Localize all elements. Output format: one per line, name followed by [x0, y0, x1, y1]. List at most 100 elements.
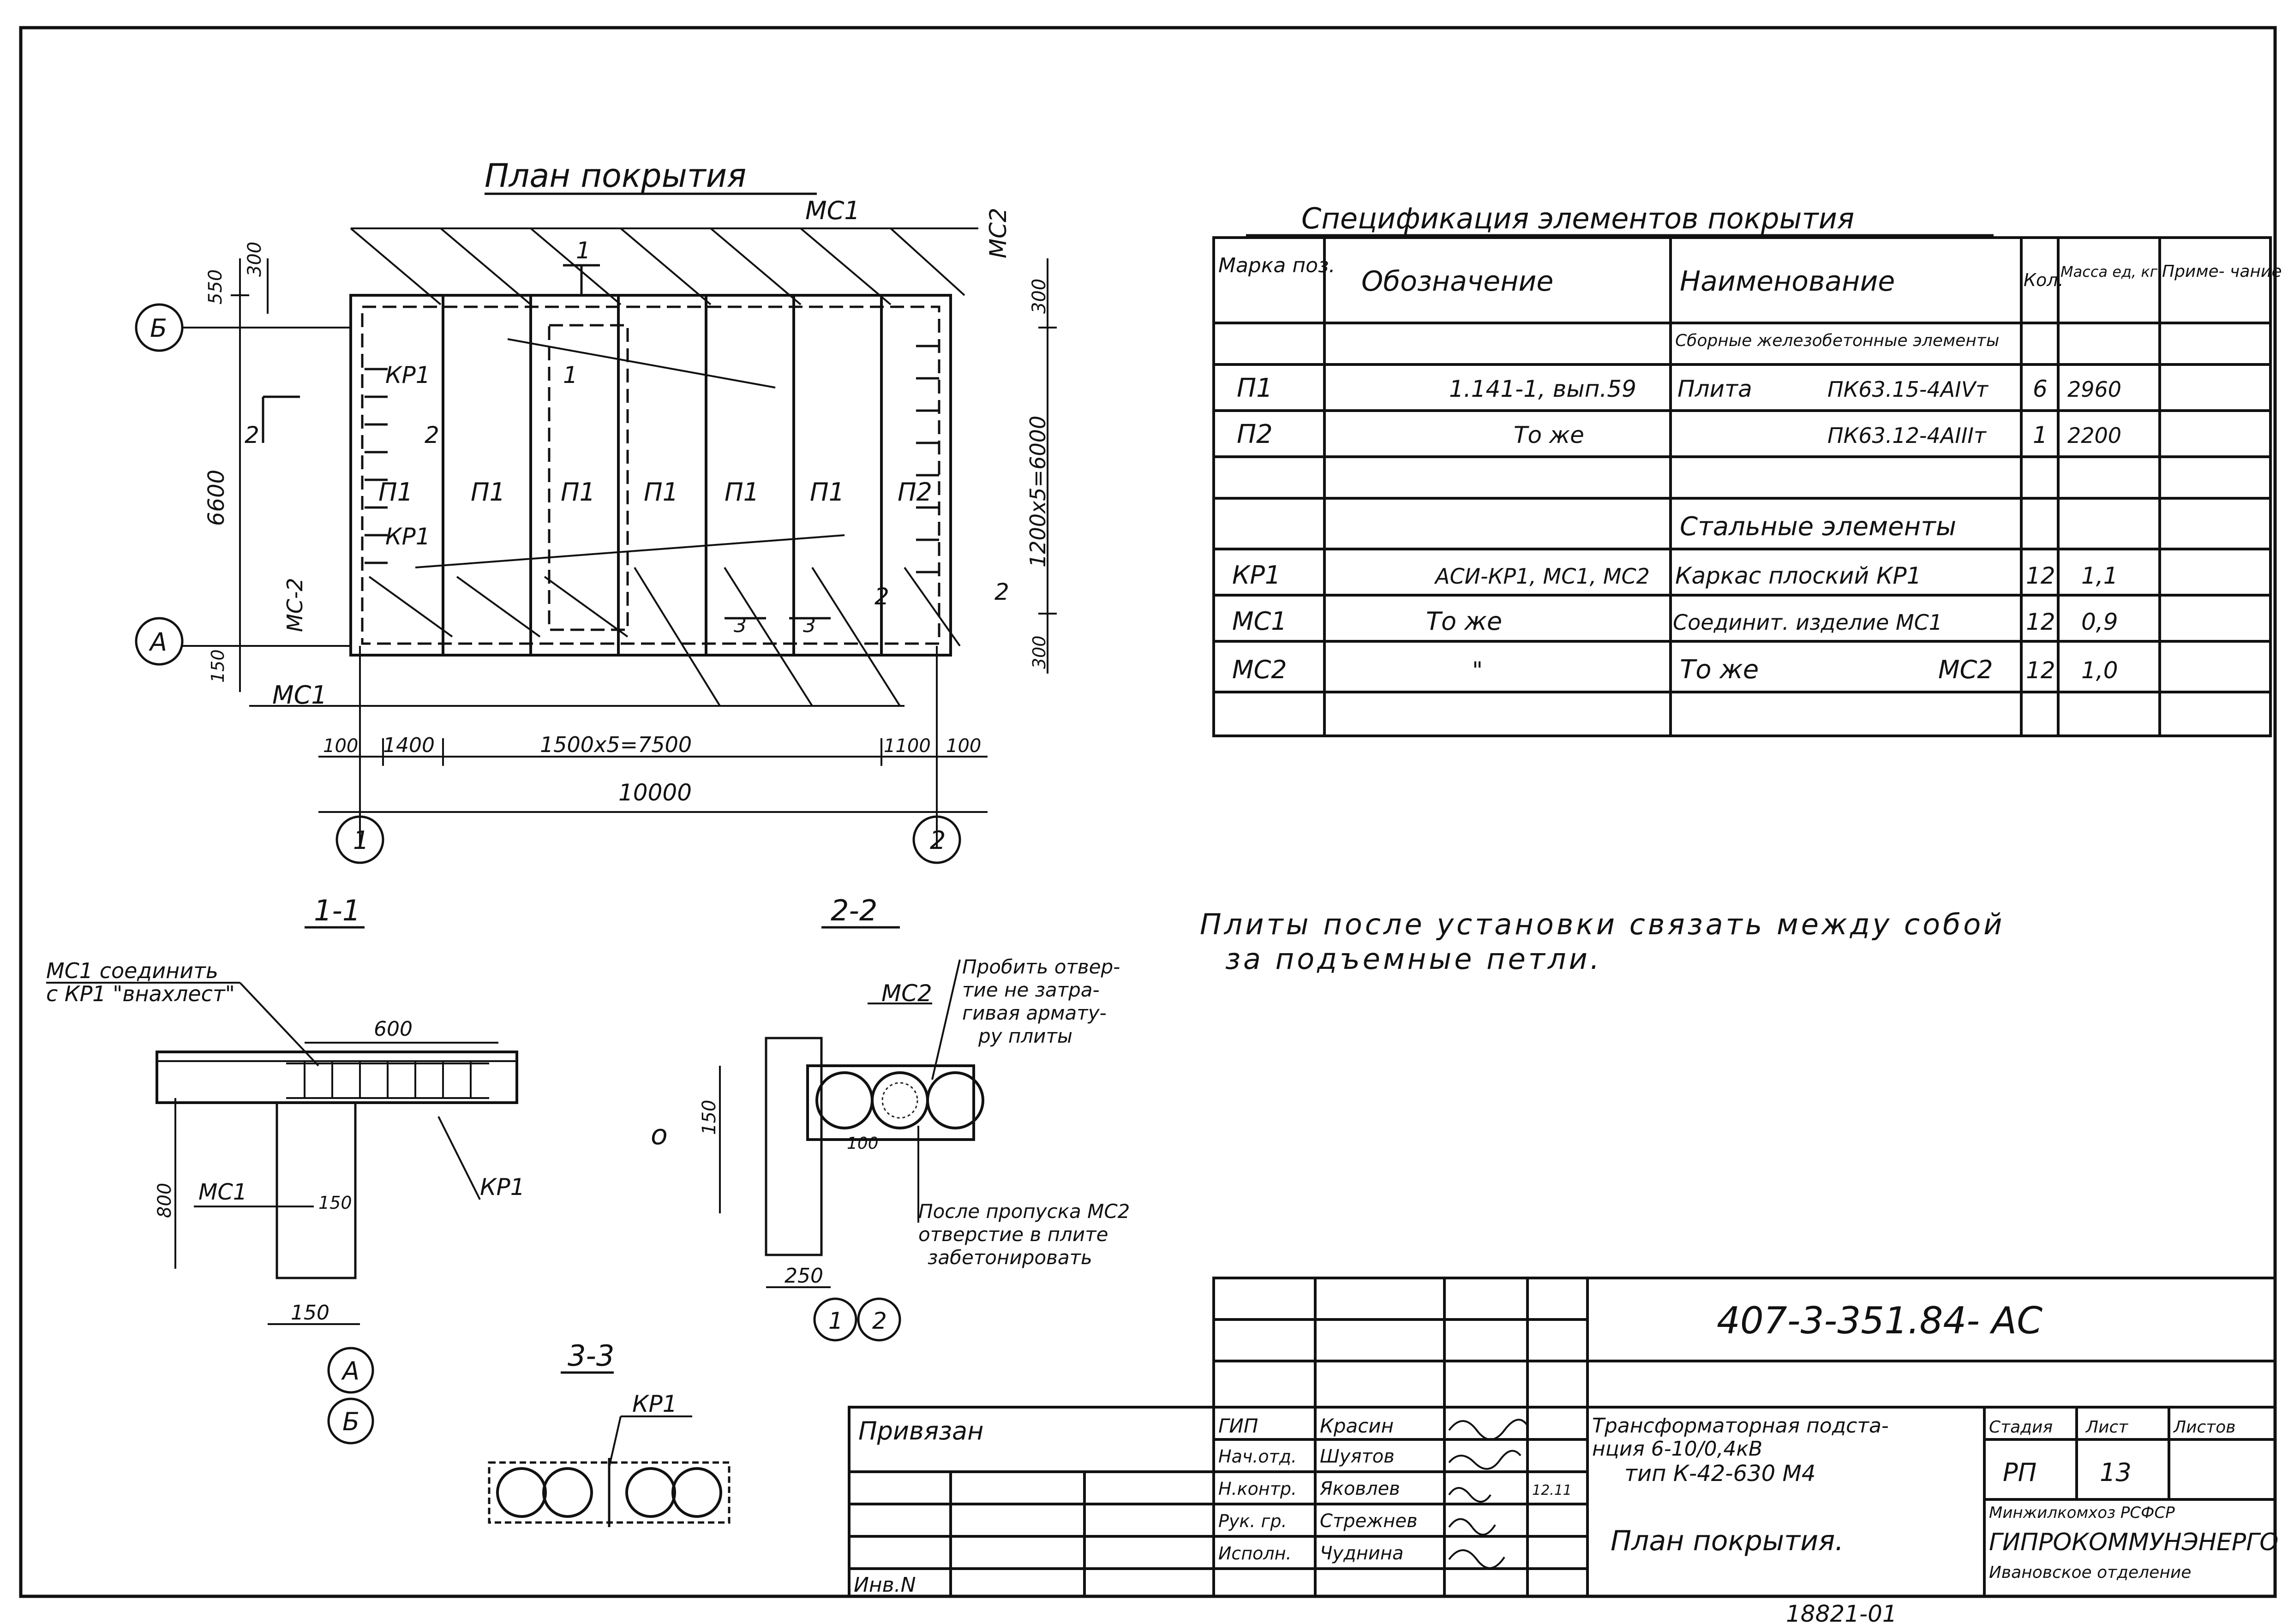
spec-section: Стальные элементы [1680, 512, 1956, 542]
mark-o: о [651, 1119, 668, 1151]
dim-150: 150 [318, 1193, 352, 1213]
section-label: с КР1 "внахлест" [46, 981, 235, 1006]
person-name: Шуятов [1320, 1446, 1395, 1467]
cut-mark-2: 2 [245, 422, 259, 448]
date-text: 12.11 [1532, 1482, 1572, 1499]
mc2-label: МС2 [881, 980, 932, 1007]
kp1-label: КР1 [480, 1174, 525, 1200]
dim-1100: 1100 [884, 735, 931, 757]
axis-2-marker [912, 815, 961, 864]
mc1-label: МС1 [198, 1179, 247, 1205]
dim-100-right: 100 [946, 735, 981, 757]
spec-cell-name: Плита [1677, 376, 1752, 402]
spec-section: Сборные железобетонные элементы [1675, 331, 1999, 350]
spec-cell-designation: То же [1426, 607, 1502, 636]
note-text: ру плиты [978, 1025, 1072, 1047]
slab-label: П1 [810, 478, 845, 507]
spec-cell-qty: 12 [2026, 562, 2055, 589]
plan-title: План покрытия [485, 157, 746, 195]
slab-label: П1 [644, 478, 678, 507]
mc2-label: МС-2 [282, 578, 307, 632]
dim-100: 100 [323, 735, 358, 757]
cut-mark-1: 1 [576, 237, 591, 264]
dim-150: 150 [291, 1301, 329, 1325]
signatures [1448, 1419, 1528, 1569]
section-title: 1-1 [314, 894, 360, 927]
axis-b-label: Б [150, 314, 167, 343]
spec-cell-name: Каркас плоский КР1 [1675, 562, 1921, 589]
inventory-label: Инв.N [854, 1573, 916, 1597]
spec-cell-designation: " [1472, 657, 1483, 684]
note-text: Пробить отвер- [962, 955, 1120, 978]
axis-1-marker [335, 815, 384, 864]
dim-300-right: 300 [1029, 279, 1050, 314]
spec-cell-mark: КР1 [1232, 561, 1281, 590]
note-text: отверстие в плите [918, 1223, 1108, 1246]
footer-number: 18821-01 [1786, 1600, 1897, 1624]
spec-cell-mark: МС2 [1232, 655, 1287, 684]
sheet-title: План покрытия. [1611, 1525, 1844, 1557]
axis-a-label: А [149, 627, 167, 657]
cut-mark-1: 1 [563, 362, 578, 388]
project-name: тип К-42-630 М4 [1624, 1461, 1815, 1487]
role-label: Исполн. [1218, 1543, 1292, 1564]
title-block: 407-3-351.84- АС Привязан Инв.N ГИП Нач.… [848, 1277, 2278, 1598]
axis-a-marker [135, 617, 184, 666]
dim-1500x5: 1500х5=7500 [540, 732, 692, 757]
axis-2-marker [857, 1297, 901, 1342]
role-label: Рук. гр. [1218, 1511, 1287, 1531]
axis-2-label: 2 [930, 826, 946, 855]
spec-cell-name: То же [1680, 655, 1759, 685]
general-note: Плиты после установки связать между собо… [1200, 908, 2005, 976]
mc2-label: МС2 [985, 208, 1012, 258]
dim-800: 800 [154, 1183, 175, 1218]
spec-header-name: Наименование [1680, 265, 1895, 298]
axis-b-marker [327, 1397, 374, 1445]
dim-1400: 1400 [383, 734, 435, 757]
spec-cell-designation: То же [1514, 422, 1584, 448]
person-name: Чуднина [1320, 1543, 1404, 1564]
spec-cell-mark: П2 [1237, 419, 1273, 449]
roof-outline [349, 294, 952, 657]
spec-cell-name: МС2 [1938, 655, 1993, 684]
note-text: После пропуска МС2 [918, 1200, 1130, 1223]
person-name: Стрежнев [1320, 1511, 1418, 1532]
axis-1-label: 1 [353, 826, 369, 855]
person-name: Красин [1320, 1415, 1394, 1437]
axis-2-label: 2 [872, 1308, 887, 1334]
person-name: Яковлев [1319, 1478, 1400, 1499]
document-code: 407-3-351.84- АС [1717, 1299, 2042, 1342]
cut-mark-2: 2 [425, 422, 439, 448]
spec-header-designation: Обозначение [1361, 265, 1553, 298]
slab-label: П2 [898, 478, 932, 507]
sheets-label: Листов [2173, 1418, 2235, 1437]
note-line: Плиты после установки связать между собо… [1200, 908, 2005, 941]
section-2-2: 2-2 МС2 Пробить отвер- тие не затра- гив… [651, 894, 1130, 1342]
role-label: Нач.отд. [1218, 1446, 1297, 1467]
role-label: Н.контр. [1218, 1479, 1297, 1499]
spec-header-qty: Кол. [2024, 270, 2064, 290]
spec-cell-mass: 2200 [2067, 423, 2121, 448]
role-label: ГИП [1218, 1415, 1258, 1437]
dim-300-bottom-right: 300 [1029, 635, 1049, 669]
dim-10000: 10000 [618, 779, 692, 806]
note-text: забетонировать [928, 1246, 1092, 1269]
dim-6600: 6600 [204, 470, 229, 526]
axis-1-marker [813, 1297, 857, 1342]
dim-1200x5: 1200х5=6000 [1025, 416, 1050, 567]
section-title: 3-3 [568, 1339, 614, 1373]
dim-250: 250 [785, 1264, 823, 1288]
project-name: нция 6-10/0,4кВ [1592, 1437, 1762, 1461]
note-text: тие не затра- [962, 979, 1100, 1001]
sheet-value: 13 [2100, 1458, 2132, 1487]
spec-title: Спецификация элементов покрытия [1301, 202, 1854, 235]
stage-value: РП [2003, 1458, 2036, 1487]
mc1-label: МС1 [272, 681, 327, 710]
privyazan-label: Привязан [858, 1416, 983, 1445]
spec-cell-mark: МС1 [1232, 607, 1287, 636]
spec-cell-qty: 6 [2033, 376, 2048, 402]
axis-b-label: Б [342, 1407, 359, 1436]
mc-tie-lines [249, 227, 978, 707]
org-name: ГИПРОКОММУНЭНЕРГО [1989, 1528, 2278, 1556]
